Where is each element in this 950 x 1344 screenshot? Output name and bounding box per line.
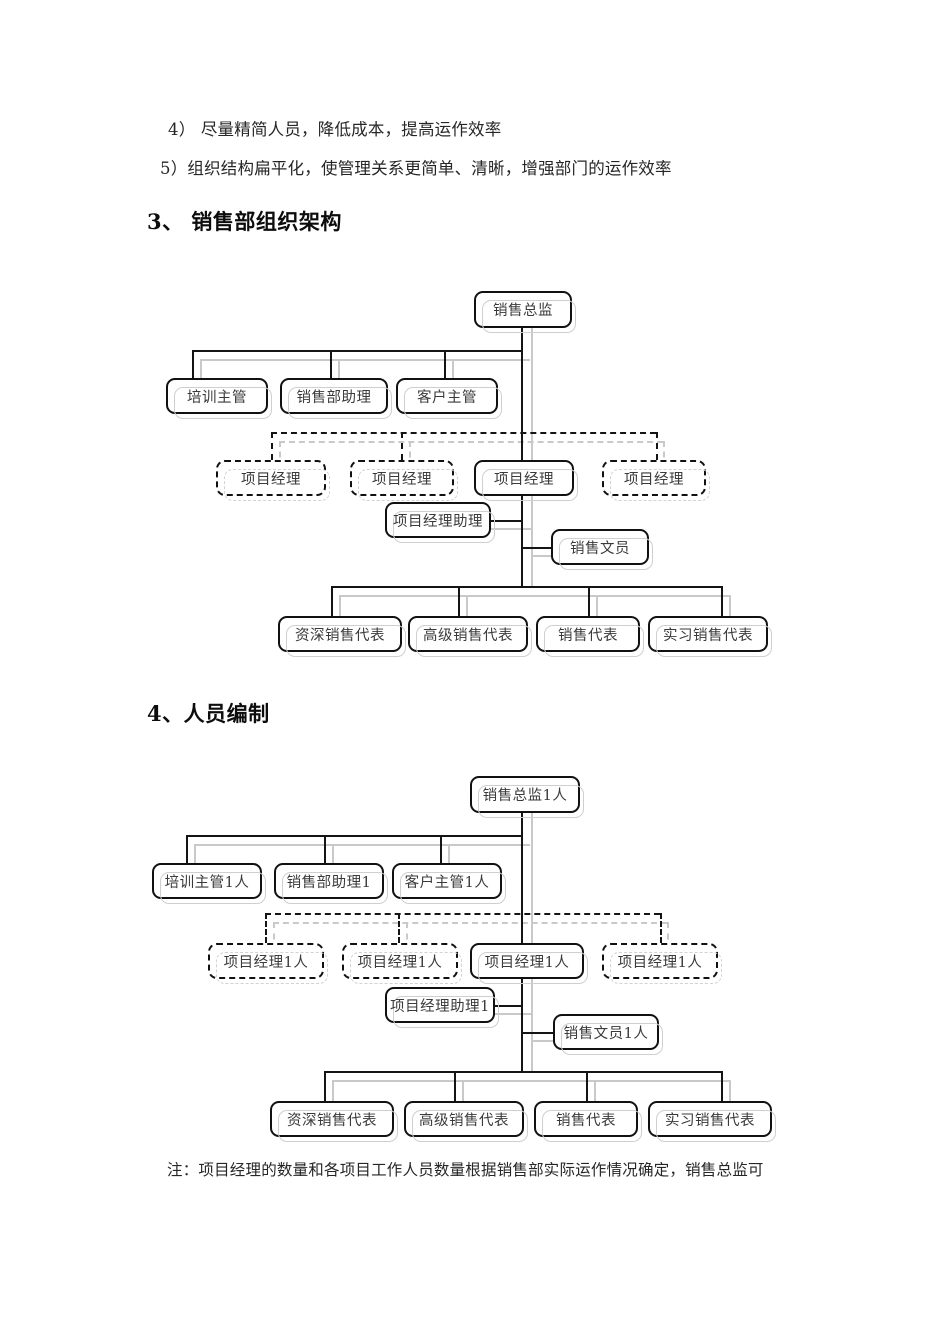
connector-sales-clerk: [521, 547, 551, 549]
connector-pm-assistant-shadow: [491, 528, 531, 530]
node-project-manager-3[interactable]: 项目经理: [474, 460, 578, 501]
connector-drop-rep-4: [721, 586, 723, 616]
footnote-text: 注：项目经理的数量和各项目工作人员数量根据销售部实际运作情况确定，销售总监可: [167, 1161, 764, 1179]
node-sales-assistant[interactable]: 销售部助理: [280, 378, 392, 419]
headcount-chart: 销售总监1人 培训主管1人 销售部助理1 客户主管1人 项目经理1人 项目经理1…: [0, 755, 950, 1155]
connector-drop-pm-4-shadow: [663, 441, 665, 468]
node-pm-assistant[interactable]: 项目经理助理: [385, 502, 495, 543]
node-customer-supervisor[interactable]: 客户主管: [396, 378, 502, 419]
connector-pm-bus: [265, 913, 660, 915]
connector-drop-rep-2: [458, 586, 460, 616]
connector-main-spine: [521, 328, 523, 588]
node-advanced-sales-rep[interactable]: 高级销售代表: [408, 616, 532, 657]
connector-drop-rep-1-shadow: [332, 1080, 334, 1109]
node-project-manager-4[interactable]: 项目经理: [602, 460, 710, 501]
connector-drop-rep-2-shadow: [462, 1080, 464, 1109]
node-sales-director[interactable]: 销售总监: [474, 291, 576, 333]
connector-drop-pm-4: [656, 432, 658, 460]
connector-pm-assistant: [491, 520, 523, 522]
connector-level2-bus-shadow: [200, 359, 530, 361]
connector-drop-customer-shadow: [452, 359, 454, 386]
connector-pm-bus-shadow: [279, 441, 663, 443]
connector-drop-pm-2: [401, 432, 403, 460]
connector-sales-clerk-shadow: [531, 1040, 563, 1042]
connector-reps-bus-shadow: [332, 1080, 729, 1082]
node-training-supervisor[interactable]: 培训主管1人: [152, 863, 266, 904]
connector-main-spine-shadow: [531, 813, 533, 1071]
paragraph-item-4: 4） 尽量精简人员，降低成本，提高运作效率: [168, 120, 502, 139]
node-sales-assistant[interactable]: 销售部助理1: [274, 863, 388, 904]
node-training-supervisor[interactable]: 培训主管: [166, 378, 272, 419]
connector-main-spine-shadow: [531, 328, 533, 586]
connector-drop-rep-1: [331, 586, 333, 616]
node-sales-clerk[interactable]: 销售文员: [551, 529, 653, 570]
node-project-manager-4[interactable]: 项目经理1人: [602, 943, 722, 984]
node-senior-sales-rep[interactable]: 资深销售代表: [270, 1101, 398, 1142]
connector-drop-rep-3-shadow: [594, 1080, 596, 1109]
connector-pm-bus: [271, 432, 656, 434]
connector-drop-rep-1-shadow: [339, 595, 341, 624]
connector-level2-bus: [192, 350, 523, 352]
connector-drop-rep-3: [588, 586, 590, 616]
connector-drop-assistant-shadow: [338, 359, 340, 386]
connector-pm-assistant: [495, 1005, 523, 1007]
connector-drop-customer: [440, 835, 442, 863]
connector-drop-pm-4: [660, 913, 662, 943]
connector-drop-rep-1: [324, 1071, 326, 1101]
connector-reps-bus: [324, 1071, 722, 1073]
node-project-manager-1[interactable]: 项目经理: [216, 460, 330, 501]
connector-drop-training: [192, 350, 194, 378]
connector-level2-bus: [186, 835, 523, 837]
connector-drop-pm-1: [265, 913, 267, 943]
connector-drop-rep-3-shadow: [596, 595, 598, 624]
connector-drop-pm-1: [271, 432, 273, 460]
connector-drop-customer-shadow: [448, 844, 450, 871]
connector-drop-pm-4-shadow: [667, 922, 669, 951]
node-project-manager-1[interactable]: 项目经理1人: [208, 943, 328, 984]
connector-pm-assistant-shadow: [495, 1013, 531, 1015]
connector-reps-bus-shadow: [339, 595, 729, 597]
connector-drop-customer: [444, 350, 446, 378]
node-sales-clerk[interactable]: 销售文员1人: [553, 1014, 663, 1055]
connector-sales-clerk-shadow: [531, 555, 561, 557]
connector-drop-assistant: [324, 835, 326, 863]
connector-drop-rep-4-shadow: [729, 595, 731, 624]
org-chart-structure: 销售总监 培训主管 销售部助理 客户主管 项目经理 项目经理 项目经理 项目经理…: [0, 270, 950, 670]
node-project-manager-3[interactable]: 项目经理1人: [470, 943, 588, 984]
connector-drop-rep-3: [586, 1071, 588, 1101]
connector-drop-rep-2-shadow: [466, 595, 468, 624]
heading-section-4: 4、人员编制: [147, 701, 270, 726]
connector-drop-pm-1-shadow: [273, 922, 275, 951]
connector-drop-pm-2-shadow: [406, 922, 408, 951]
paragraph-item-5: 5）组织结构扁平化，使管理关系更简单、清晰，增强部门的运作效率: [160, 159, 672, 178]
connector-reps-bus: [331, 586, 722, 588]
node-intern-sales-rep[interactable]: 实习销售代表: [648, 1101, 776, 1142]
connector-drop-pm-1-shadow: [279, 441, 281, 468]
connector-drop-pm-2: [398, 913, 400, 943]
connector-level2-bus-shadow: [194, 844, 530, 846]
node-sales-rep[interactable]: 销售代表: [536, 616, 644, 657]
connector-drop-training-shadow: [194, 844, 196, 871]
connector-pm-bus-shadow: [273, 922, 667, 924]
connector-drop-pm-2-shadow: [409, 441, 411, 468]
connector-drop-training: [186, 835, 188, 863]
connector-drop-rep-4: [721, 1071, 723, 1101]
node-project-manager-2[interactable]: 项目经理1人: [342, 943, 462, 984]
node-senior-sales-rep[interactable]: 资深销售代表: [278, 616, 406, 657]
connector-drop-assistant: [330, 350, 332, 378]
connector-drop-training-shadow: [200, 359, 202, 386]
node-sales-rep[interactable]: 销售代表: [534, 1101, 642, 1142]
node-pm-assistant[interactable]: 项目经理助理1: [385, 987, 499, 1028]
connector-drop-rep-2: [454, 1071, 456, 1101]
connector-drop-assistant-shadow: [332, 844, 334, 871]
connector-drop-rep-4-shadow: [729, 1080, 731, 1109]
node-sales-director[interactable]: 销售总监1人: [470, 776, 584, 818]
node-customer-supervisor[interactable]: 客户主管1人: [392, 863, 506, 904]
heading-section-3: 3、 销售部组织架构: [147, 209, 342, 234]
node-advanced-sales-rep[interactable]: 高级销售代表: [404, 1101, 528, 1142]
connector-sales-clerk: [521, 1032, 553, 1034]
node-intern-sales-rep[interactable]: 实习销售代表: [648, 616, 772, 657]
node-project-manager-2[interactable]: 项目经理: [350, 460, 458, 501]
